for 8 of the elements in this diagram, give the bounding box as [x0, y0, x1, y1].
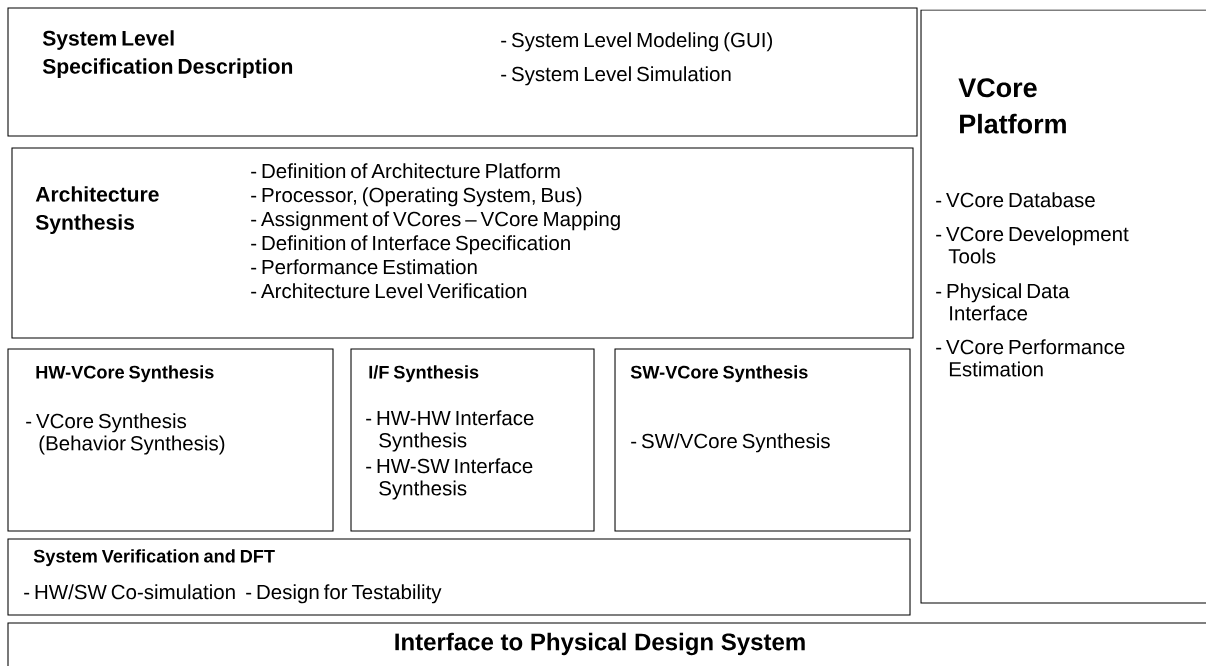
- section-box: Architecture Synthesis - Definition of Architecture Platform - Processor, (Operating System, Bus) - Assignment of VCores – VCore Mapping - Definition of Interface Specification - Performance Estimation - Architecture Level Verification: [11, 147, 914, 339]
- section-box: SW-VCore Synthesis - SW/VCore Synthesis: [614, 348, 911, 532]
- section-box: VCore Platform - VCore Database - VCore Development Tools - Physical Data Interface - VCore Performance Estimation: [920, 9, 1206, 604]
- section-box: HW-VCore Synthesis - VCore Synthesis (Behavior Synthesis): [7, 348, 334, 532]
- interface-bar: Interface to Physical Design System: [7, 622, 1206, 666]
- section-box: System Verification and DFT - HW/SW Co-simulation - Design for Testability: [7, 538, 911, 616]
- section-box: System Level Specification Description - System Level Modeling (GUI) - System Level Simulation: [7, 7, 918, 137]
- section-box: I/F Synthesis - HW-HW Interface Synthesis - HW-SW Interface Synthesis: [350, 348, 595, 532]
